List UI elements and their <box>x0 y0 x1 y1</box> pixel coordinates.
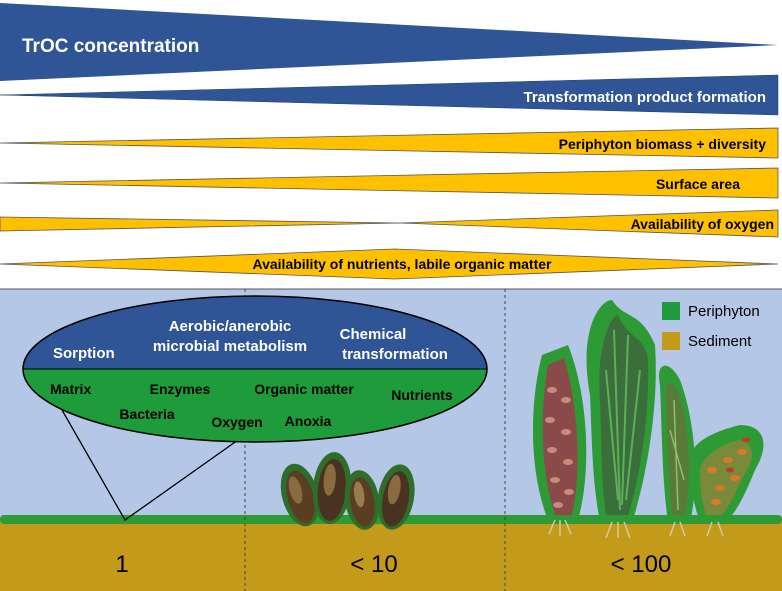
component-organic-matter: Organic matter <box>254 381 354 397</box>
periphyton-wedge <box>0 127 779 159</box>
gradient-bars: TrOC concentration Transformation produc… <box>0 3 779 280</box>
component-enzymes: Enzymes <box>150 381 211 397</box>
component-nutrients: Nutrients <box>391 387 453 403</box>
sediment-layer <box>0 521 782 591</box>
process-aerobic: Aerobic/anerobic <box>169 318 292 335</box>
legend: Periphyton Sediment <box>662 302 760 350</box>
biofilm-components-half <box>23 369 487 442</box>
scale-label-plants: < 100 <box>611 551 672 578</box>
mussels <box>280 452 415 530</box>
component-anoxia: Anoxia <box>285 413 332 429</box>
legend-label-sediment: Sediment <box>688 333 752 350</box>
transformation-wedge <box>0 74 779 116</box>
zoom-lines <box>61 409 256 521</box>
plant <box>659 365 696 537</box>
surface-wedge <box>0 167 779 199</box>
plant <box>532 345 587 536</box>
component-bacteria: Bacteria <box>119 406 174 422</box>
plant <box>690 425 764 537</box>
troc-label: TrOC concentration <box>22 36 199 57</box>
nutrients-label: Availability of nutrients, labile organi… <box>253 256 553 272</box>
mussel <box>280 463 320 527</box>
component-matrix: Matrix <box>50 381 91 397</box>
oxygen-label: Availability of oxygen <box>631 216 774 232</box>
mussel <box>312 452 352 524</box>
process-transformation: transformation <box>342 346 448 363</box>
mussel <box>377 464 415 530</box>
process-chemical: Chemical <box>340 326 407 343</box>
scale-label-biofilm: 1 <box>115 551 128 578</box>
nutrients-wedge <box>0 248 779 280</box>
oxygen-wedge <box>0 209 779 238</box>
biofilm-processes-half <box>23 296 487 369</box>
legend-swatch-periphyton <box>662 302 680 320</box>
process-metabolism: microbial metabolism <box>153 338 307 355</box>
periphyton-label: Periphyton biomass + diversity <box>559 136 767 152</box>
biofilm-ellipse: Sorption Aerobic/anerobic microbial meta… <box>22 295 488 443</box>
surface-label: Surface area <box>656 176 740 192</box>
plant <box>586 300 656 539</box>
legend-label-periphyton: Periphyton <box>688 303 760 320</box>
transformation-label: Transformation product formation <box>523 89 766 106</box>
scale-label-mussels: < 10 <box>350 551 397 578</box>
scale-labels: 1 < 10 < 100 <box>115 551 671 578</box>
component-oxygen: Oxygen <box>211 414 262 430</box>
mussel <box>344 470 380 530</box>
legend-swatch-sediment <box>662 332 680 350</box>
aquatic-plants <box>532 300 764 539</box>
troc-wedge <box>0 3 778 81</box>
process-sorption: Sorption <box>53 345 115 362</box>
